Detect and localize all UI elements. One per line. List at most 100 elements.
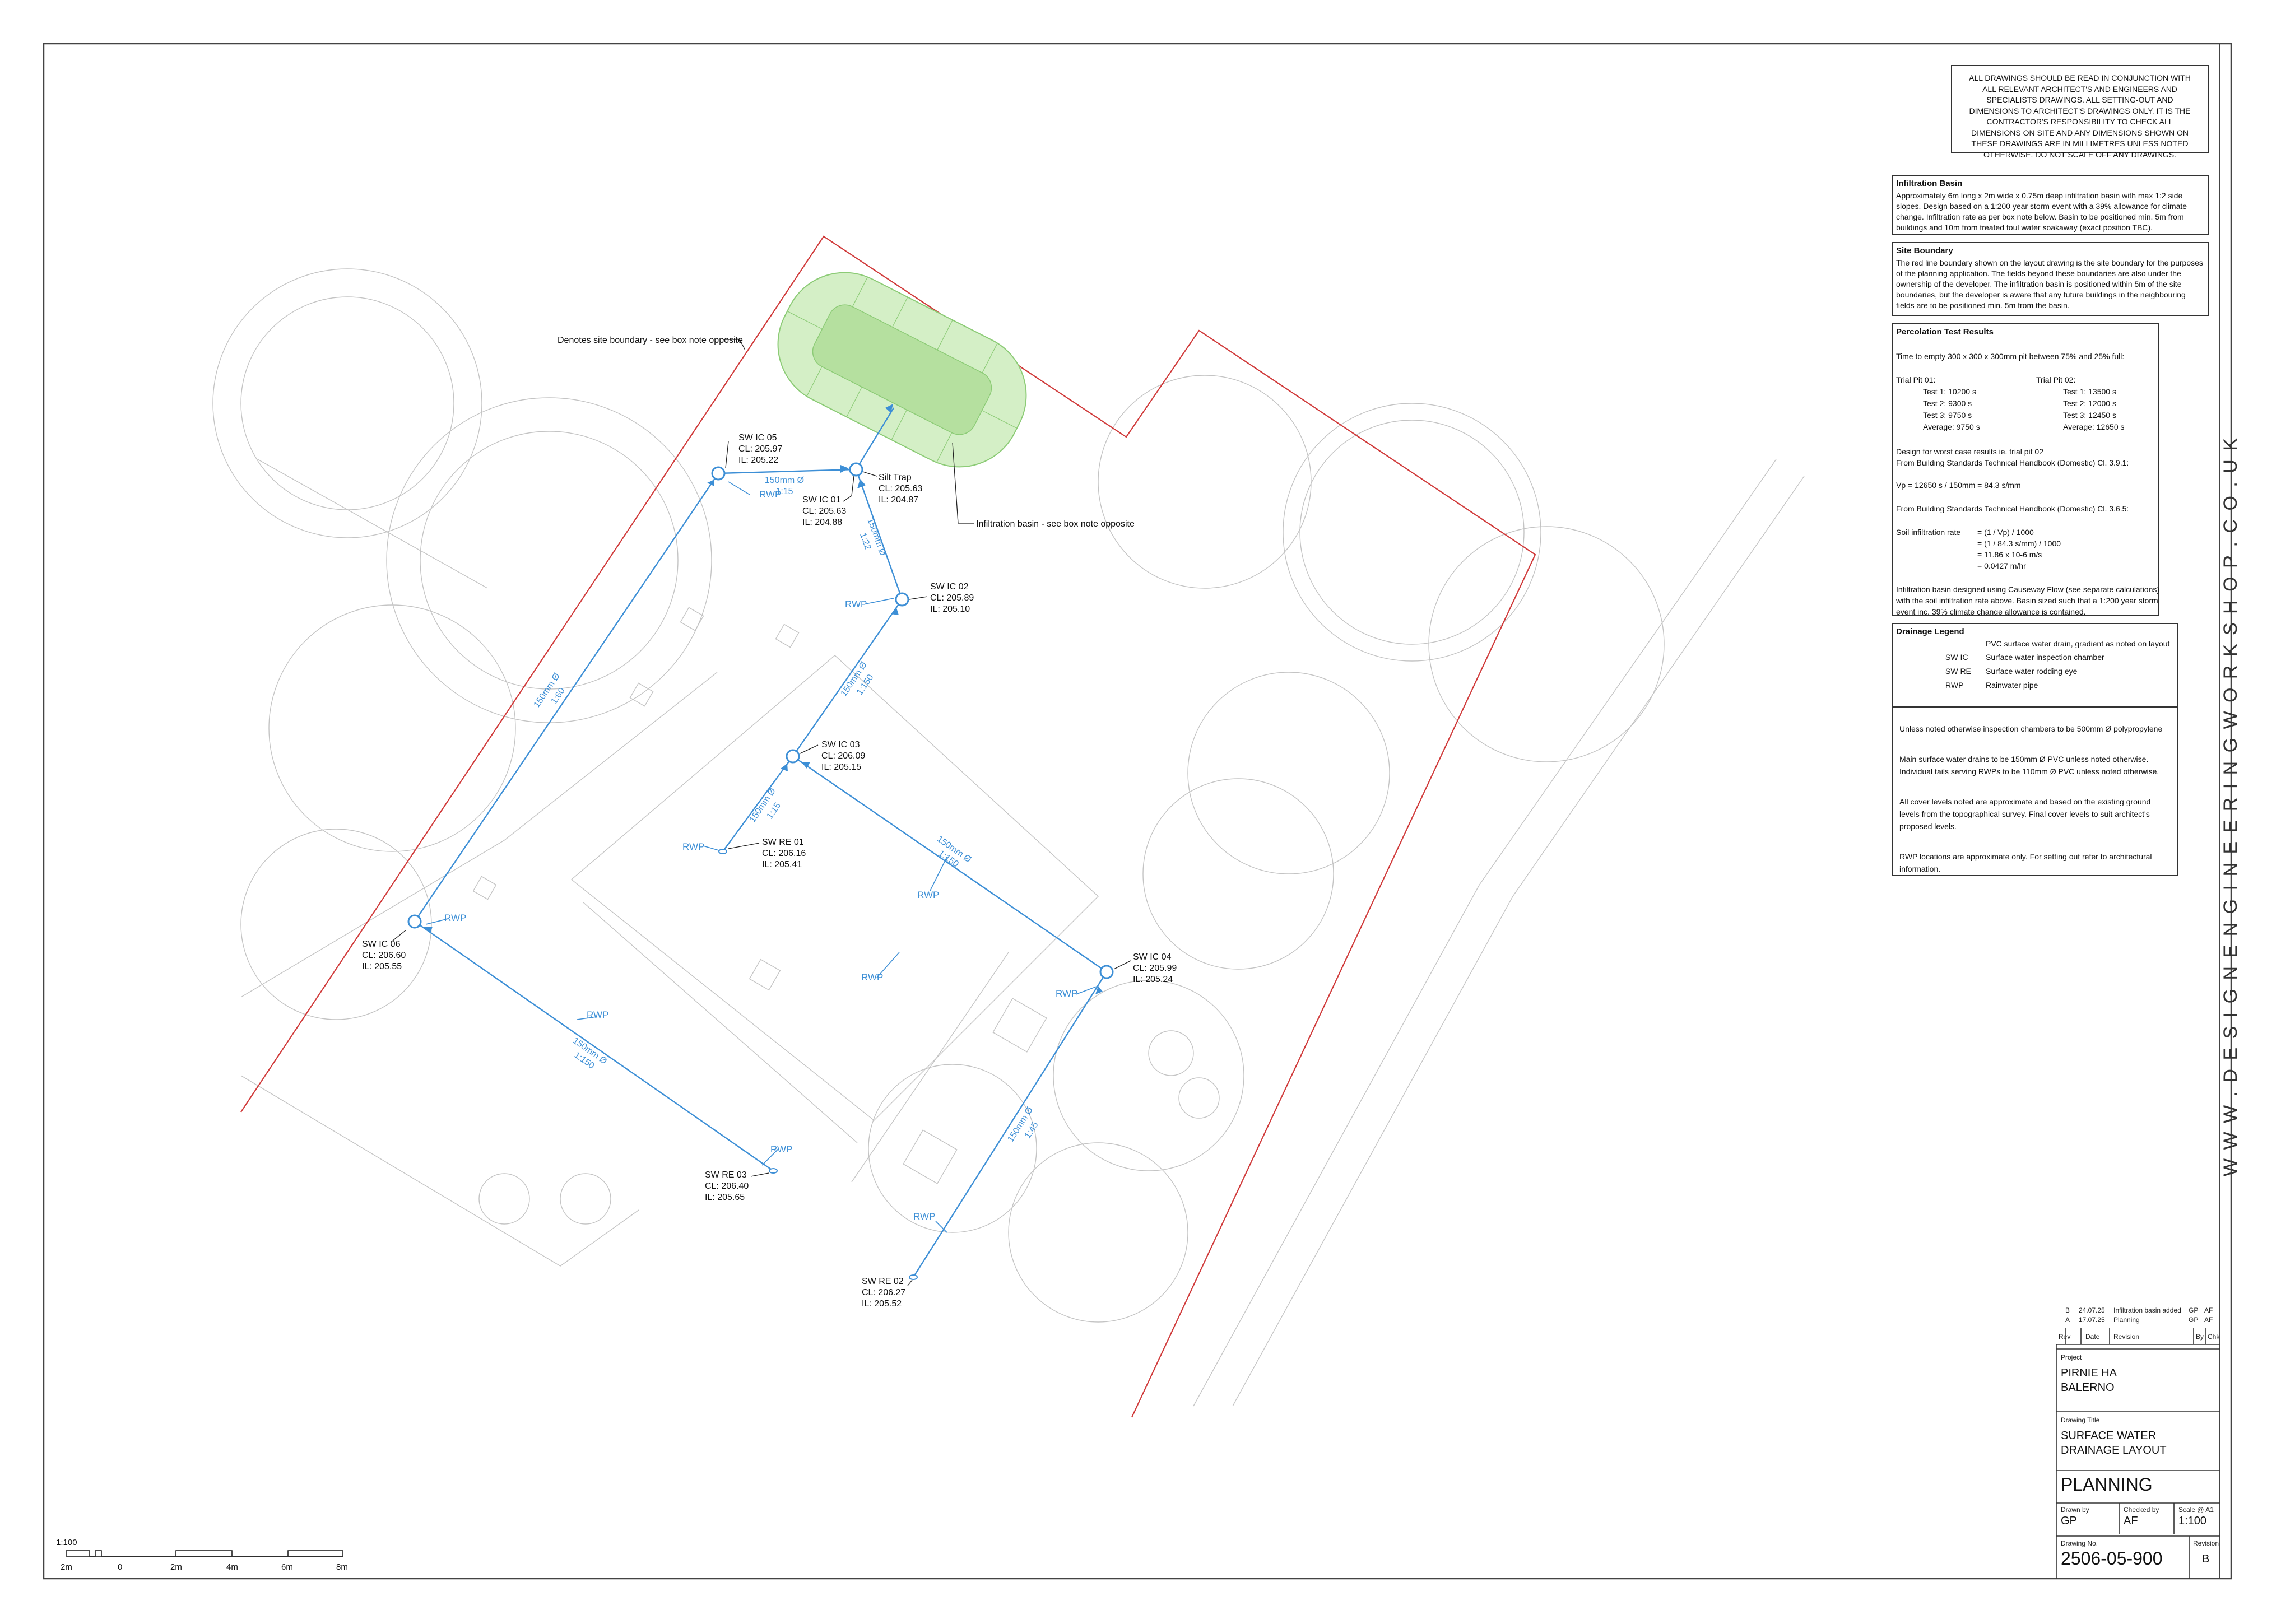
- infiltration-basin: [777, 272, 1027, 468]
- rwp-tail: [425, 918, 449, 925]
- flow-arrow: [1095, 986, 1103, 994]
- note-text: The red line boundary shown on the layou…: [1896, 258, 2203, 310]
- existing-structure: [749, 958, 781, 991]
- chamber-ic02: [895, 592, 909, 607]
- drainage-note: All cover levels noted are approximate a…: [1899, 797, 2151, 806]
- chamber-cover-level: CL: 206.09: [821, 751, 865, 761]
- existing-tree: [868, 1064, 1037, 1233]
- chamber-ic04: [1099, 965, 1114, 979]
- pipe-labels: 150mm Ø 1:15 150mm Ø 1:22 150mm Ø 1:60 1…: [532, 476, 1040, 1144]
- scale-bar: 1:100 2m 0 2m 4m 6m 8m: [56, 1538, 348, 1572]
- inspection-chambers: [407, 462, 1114, 979]
- rodding-eye-re03: [769, 1168, 778, 1174]
- drawn-by-label: Drawn by: [2061, 1506, 2089, 1514]
- chamber-cover-level: CL: 206.16: [762, 849, 806, 858]
- flow-arrow: [707, 480, 714, 486]
- drain-ic03-ic02: [792, 599, 903, 757]
- drain-silttrap-basin: [855, 407, 895, 470]
- chamber-invert-level: IL: 205.10: [930, 604, 970, 614]
- drainage-note: Unless noted otherwise inspection chambe…: [1899, 724, 2163, 733]
- rwp-tail: [577, 1016, 597, 1020]
- existing-tree: [212, 268, 482, 538]
- basin-slope-line: [846, 387, 862, 417]
- leader-re02: [907, 1279, 913, 1286]
- rwp-label: RWP: [444, 913, 466, 923]
- label-ic03: SW IC 03 CL: 206.09 IL: 205.15: [821, 740, 865, 772]
- existing-structure: [472, 876, 497, 900]
- revision-header: Revision: [2113, 1333, 2140, 1341]
- drawing-status: PLANNING: [2061, 1474, 2153, 1495]
- chamber-name: SW IC 04: [1133, 952, 1172, 962]
- existing-shrub: [1178, 1077, 1220, 1119]
- trial-pit-2-average: Average: 12650 s: [2063, 422, 2125, 431]
- flow-arrows: [423, 404, 1103, 994]
- drain-ic05-ic01: [718, 468, 857, 474]
- site-boundary-note: Site Boundary The red line boundary show…: [1892, 242, 2209, 316]
- revision-desc: Infiltration basin added: [2113, 1306, 2181, 1314]
- chamber-cover-level: CL: 206.27: [862, 1288, 905, 1297]
- drawing-number: 2506-05-900: [2061, 1548, 2163, 1569]
- existing-shrub: [1148, 1030, 1194, 1076]
- note-title: Infiltration Basin: [1896, 179, 1963, 188]
- existing-topography: [212, 268, 1805, 1407]
- chamber-name: SW IC 01: [802, 495, 841, 505]
- design-basis: Design for worst case results ie. trial …: [1896, 447, 2043, 456]
- revision-header: Date: [2085, 1333, 2100, 1341]
- leader-silttrap: [862, 471, 877, 477]
- rwp-label: RWP: [759, 489, 781, 500]
- chamber-cover-level: CL: 205.89: [930, 593, 974, 603]
- rwp-tail: [935, 1221, 947, 1233]
- scale-tick: 8m: [336, 1562, 348, 1572]
- basin-slope-line: [891, 410, 907, 440]
- drain-ic02-ic01: [855, 469, 903, 600]
- basin-slope-line: [852, 276, 868, 307]
- drainage-note: levels from the topographical survey. Fi…: [1899, 809, 2150, 818]
- rwp-tail: [865, 598, 894, 604]
- chamber-cover-level: CL: 206.60: [362, 951, 406, 960]
- chamber-invert-level: IL: 205.52: [862, 1299, 902, 1309]
- note-title: Site Boundary: [1896, 246, 1953, 255]
- existing-structure: [680, 607, 704, 631]
- existing-tree: [240, 296, 454, 510]
- chamber-cover-level: CL: 205.97: [738, 444, 782, 454]
- revision-header: Rev: [2059, 1333, 2071, 1341]
- trial-pit-2-title: Trial Pit 02:: [2036, 375, 2076, 384]
- rwp-tail: [761, 1148, 779, 1166]
- drain-re02-ic04: [912, 971, 1108, 1278]
- leader-ic04: [1113, 960, 1131, 970]
- basin-slope-line: [982, 342, 998, 373]
- trial-pit-1-title: Trial Pit 01:: [1896, 375, 1936, 384]
- percolation-test-box: Percolation Test Results Time to empty 3…: [1892, 323, 2159, 616]
- existing-fence: [257, 459, 488, 589]
- chamber-ic01: [849, 462, 863, 477]
- revision-desc: Planning: [2113, 1316, 2140, 1324]
- flow-arrow: [423, 927, 433, 933]
- label-re02: SW RE 02 CL: 206.27 IL: 205.52: [862, 1277, 905, 1309]
- rwp-label: RWP: [682, 841, 704, 852]
- rwp-tail: [930, 857, 947, 891]
- percolation-content: Time to empty 300 x 300 x 300mm pit betw…: [1896, 339, 2159, 616]
- chamber-cover-level: CL: 205.63: [879, 484, 922, 494]
- revision-chk: AF: [2204, 1306, 2213, 1314]
- scale-tick: 0: [118, 1562, 122, 1572]
- drain-re01-ic03: [722, 756, 793, 852]
- revision-by: GP: [2189, 1316, 2199, 1324]
- pipe-gradient: 1:15: [775, 487, 793, 496]
- drain-re03-ic06: [414, 921, 774, 1171]
- rodding-eye-re02: [909, 1274, 918, 1280]
- surface-water-drains: [414, 407, 1108, 1278]
- trial-pit-1-test: Test 2: 9300 s: [1923, 399, 1972, 408]
- chamber-invert-level: IL: 205.55: [362, 962, 402, 971]
- note-text: Approximately 6m long x 2m wide x 0.75m …: [1896, 191, 2187, 232]
- sheet-border: [43, 43, 2232, 1580]
- infiltration-reference: From Building Standards Technical Handbo…: [1896, 504, 2129, 513]
- infiltration-equation: = (1 / 84.3 s/mm) / 1000: [1977, 539, 2061, 548]
- leader-ic02: [909, 596, 928, 600]
- rwp-tail: [1075, 985, 1099, 995]
- existing-tree: [1142, 778, 1334, 970]
- label-ic05: SW IC 05 CL: 205.97 IL: 205.22: [738, 433, 782, 465]
- chamber-invert-level: IL: 205.41: [762, 860, 802, 869]
- chamber-name: SW IC 06: [362, 939, 401, 949]
- chamber-name: SW IC 03: [821, 740, 860, 750]
